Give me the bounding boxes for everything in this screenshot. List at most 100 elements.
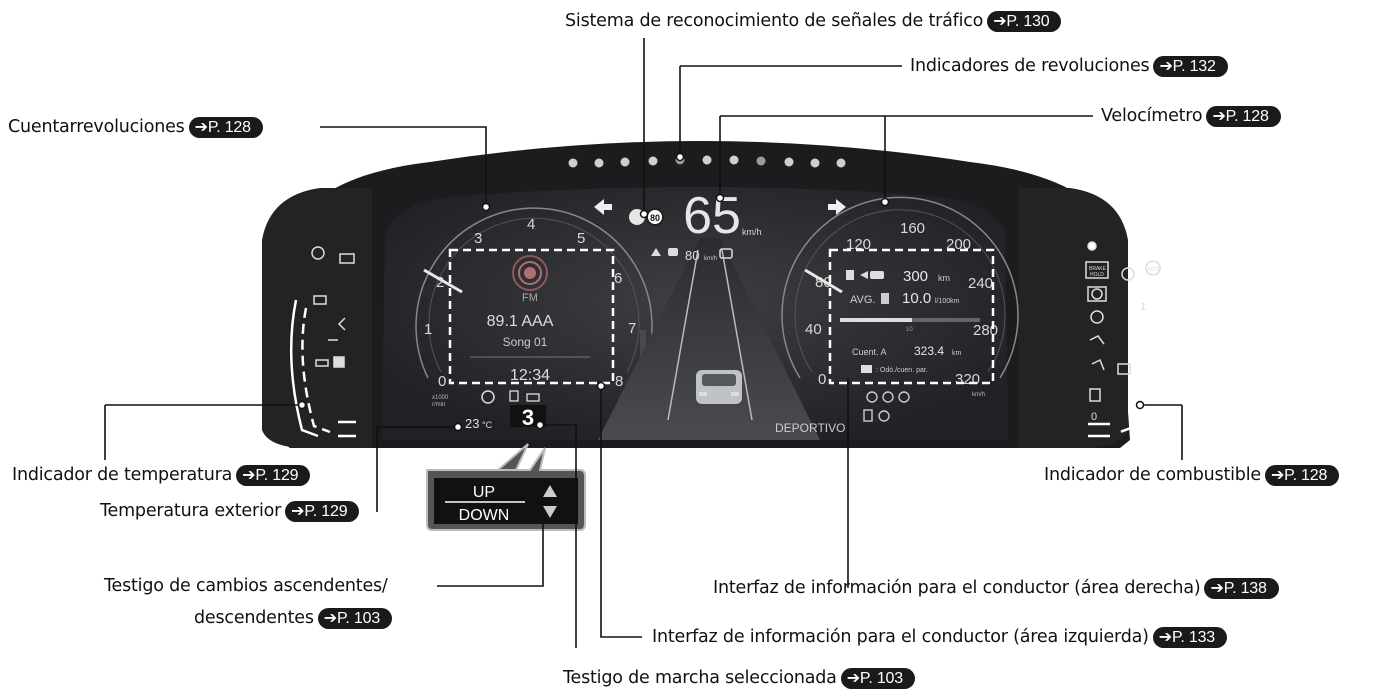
page-ref-badge: ➔P. 128 <box>1206 105 1281 127</box>
page-ref-badge: ➔P. 132 <box>1153 55 1228 77</box>
page-ref-badge: ➔P. 133 <box>1152 626 1227 648</box>
radio-song: Song 01 <box>503 335 548 349</box>
page-ref-badge: ➔P. 103 <box>317 607 393 629</box>
callout-gear-position: Testigo de marcha seleccionada➔P. 103 <box>563 667 915 689</box>
shift-indicator-inset: UP DOWN <box>426 443 586 531</box>
speedo-needle <box>804 268 843 294</box>
tach-tick-7: 7 <box>628 320 636 337</box>
page-ref-badge: ➔P. 103 <box>840 667 915 689</box>
radio-band: FM <box>522 292 538 304</box>
leader-lines <box>104 38 1183 648</box>
turn-left-icon <box>594 199 612 215</box>
lkas-icon <box>719 248 733 259</box>
temp-gauge-lines <box>289 299 356 438</box>
clock-time: 12:34 <box>510 367 550 384</box>
callout-shift-indicator-line1: Testigo de cambios ascendentes/ <box>104 576 388 596</box>
speed-limit-value: 80 <box>650 213 660 223</box>
callout-rev-indicators: Indicadores de revoluciones➔P. 132 <box>910 55 1228 77</box>
tach-tick-labels: 0 1 2 3 4 5 6 7 8 <box>424 216 636 390</box>
radio-station: 89.1 AAA <box>487 313 554 330</box>
car-icon <box>696 370 742 404</box>
tach-unit-1: x1000 <box>432 395 449 401</box>
tach-tick-4: 4 <box>527 216 535 233</box>
right-dii-frame <box>828 248 995 385</box>
speedo-tick-40: 40 <box>805 321 822 338</box>
abs-label: ABS <box>1147 267 1159 273</box>
callout-dii-left: Interfaz de información para el conducto… <box>652 626 1227 648</box>
avg-label: AVG. <box>850 294 875 306</box>
page-ref-badge: ➔P. 128 <box>188 116 263 138</box>
tach-tick-1: 1 <box>424 321 432 338</box>
speedo-tick-240: 240 <box>968 275 993 292</box>
right-wing-icons <box>1085 241 1161 402</box>
left-wing-icons <box>311 246 355 368</box>
range-unit: km <box>938 273 950 283</box>
callout-tachometer: Cuentarrevoluciones➔P. 128 <box>8 116 263 138</box>
fuel-pump-icon <box>881 293 889 304</box>
trip-hint: : Odó./cuen. par. <box>876 367 928 374</box>
left-dii-frame <box>448 248 615 385</box>
callout-fuel-gauge: Indicador de combustible➔P. 128 <box>1044 464 1340 486</box>
tach-tick-5: 5 <box>577 230 585 247</box>
callout-speedometer: Velocímetro➔P. 128 <box>1101 105 1281 127</box>
outside-temp-unit: °C <box>482 420 493 430</box>
shift-down-label: DOWN <box>459 507 510 524</box>
drive-mode: DEPORTIVO <box>775 421 845 435</box>
page-ref-badge: ➔P. 129 <box>236 464 311 486</box>
callout-dii-right: Interfaz de información para el conducto… <box>713 577 1279 599</box>
avg-unit: l/100km <box>935 298 960 305</box>
right-wing <box>1018 188 1128 448</box>
callout-shift-indicator-line2: descendentes➔P. 103 <box>194 607 393 629</box>
acc-speed: 80 <box>685 248 699 263</box>
trip-button-icon <box>861 365 872 373</box>
speedo-tick-280: 280 <box>973 322 998 339</box>
speedo-tick-160: 160 <box>900 220 925 237</box>
trip-label: Cuent. A <box>852 347 887 357</box>
trip-unit: km <box>952 350 962 357</box>
lower-right-icons <box>863 391 910 422</box>
fuel-empty-label: 0 <box>1091 411 1097 423</box>
fuel-range-icon <box>846 270 884 280</box>
range-value: 300 <box>903 268 928 285</box>
speedo-tick-320: 320 <box>955 371 980 388</box>
avg-value: 10.0 <box>902 290 931 307</box>
callout-temp-gauge: Indicador de temperatura➔P. 129 <box>12 464 311 486</box>
seatbelt-icon <box>509 390 519 402</box>
speedo-unit: km/h <box>972 392 985 398</box>
tach-unit-2: r/min <box>432 402 445 408</box>
page-ref-badge: ➔P. 138 <box>1204 577 1279 599</box>
tach-tick-6: 6 <box>614 270 622 287</box>
callout-outside-temp: Temperatura exterior➔P. 129 <box>100 500 360 522</box>
lane-icon <box>651 248 661 256</box>
gear-box <box>510 405 546 427</box>
brake-hold-line2: HOLD <box>1090 272 1104 278</box>
fuel-gauge-lines <box>1088 297 1163 438</box>
speedo-tick-0: 0 <box>818 371 826 388</box>
tachometer <box>415 207 653 379</box>
brake-hold-line1: BRAKE <box>1089 266 1107 272</box>
left-wing <box>262 188 372 448</box>
page-ref-badge: ➔P. 130 <box>987 10 1062 32</box>
speed-value: 65 <box>683 187 741 245</box>
fuel-full-label: 1 <box>1140 301 1146 313</box>
speedo-tick-120: 120 <box>846 236 871 253</box>
speed-unit: km/h <box>742 227 762 237</box>
tach-tick-8: 8 <box>615 373 623 390</box>
radio-icon <box>512 255 548 291</box>
battery-icon <box>526 393 540 402</box>
acc-car-icon <box>668 248 678 256</box>
turn-right-icon <box>828 199 846 215</box>
tach-needle <box>423 268 463 294</box>
speedometer <box>781 196 1019 379</box>
outside-temp-value: 23 <box>465 416 479 431</box>
page-ref-badge: ➔P. 128 <box>1264 464 1340 486</box>
gear-value: 3 <box>522 405 534 430</box>
tach-tick-0: 0 <box>438 373 446 390</box>
tach-tick-3: 3 <box>474 230 482 247</box>
road-surface <box>598 238 820 440</box>
trip-value: 323.4 <box>914 344 944 358</box>
auto-idle-icon <box>481 390 495 404</box>
callout-traffic-sign: Sistema de reconocimiento de señales de … <box>565 10 1062 32</box>
